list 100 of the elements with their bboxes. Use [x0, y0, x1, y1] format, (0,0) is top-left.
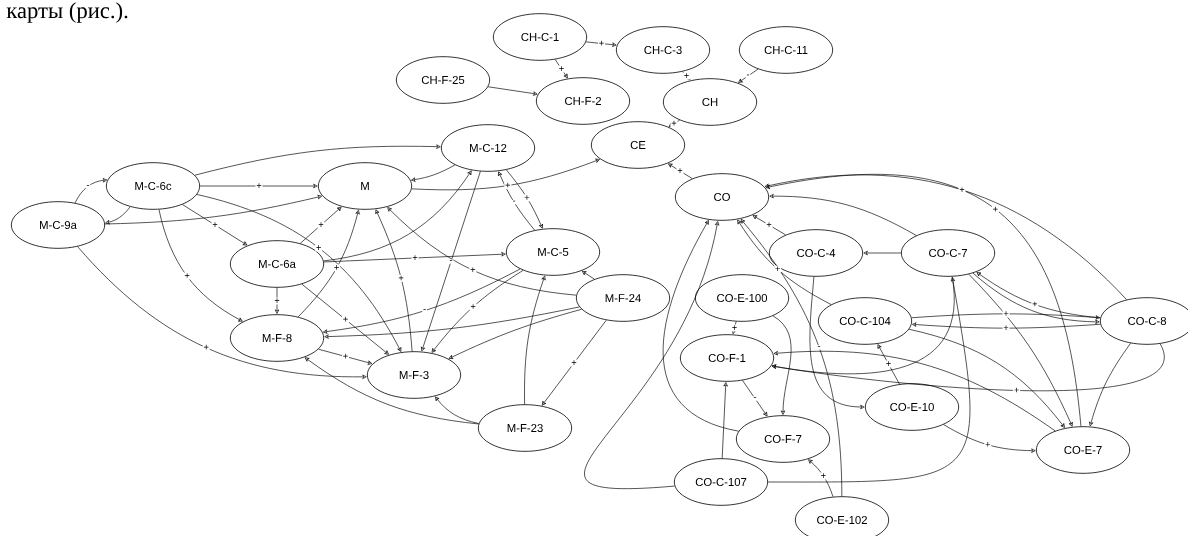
arrow — [498, 171, 535, 231]
arrow — [863, 250, 902, 256]
edge-label: + — [504, 182, 512, 189]
edge-label: - — [422, 308, 427, 313]
edge-label: + — [670, 120, 678, 127]
arrow — [765, 174, 1082, 427]
arrow — [668, 163, 693, 179]
edge-label: + — [1031, 300, 1039, 308]
edge-label: + — [570, 359, 578, 367]
arrow — [877, 344, 900, 385]
arrow — [738, 68, 759, 83]
edge-label: + — [411, 254, 419, 262]
arrow — [387, 207, 577, 296]
arrow — [771, 343, 1165, 391]
edge-label: + — [333, 264, 341, 272]
arrow — [304, 357, 479, 425]
arrow — [584, 221, 720, 489]
arrow — [554, 59, 568, 79]
edge-label: - — [85, 184, 91, 189]
arrow — [773, 350, 1056, 432]
arrow — [431, 270, 524, 353]
edge-label: + — [469, 266, 477, 274]
edge-label: - — [511, 199, 517, 205]
edge-label: + — [469, 303, 477, 311]
arrow — [742, 380, 768, 417]
edge-label: + — [819, 472, 827, 480]
edge-label: + — [683, 72, 691, 80]
edge-label: + — [1002, 310, 1010, 318]
arrow — [662, 220, 739, 432]
edge-label: + — [598, 40, 606, 47]
edge-label: - — [752, 396, 758, 401]
arrow — [541, 319, 607, 406]
edge-label: + — [676, 167, 684, 175]
arrow — [585, 41, 617, 47]
arrow — [196, 194, 402, 352]
arrow — [764, 174, 1127, 300]
arrow — [737, 219, 832, 305]
arrow — [943, 424, 1036, 453]
arrow — [769, 193, 917, 236]
arrow — [487, 86, 538, 96]
edge-label: + — [183, 272, 191, 280]
arrow — [323, 170, 472, 262]
arrow — [1089, 342, 1131, 427]
arrow — [158, 209, 243, 322]
edge-label: - — [816, 345, 822, 350]
arrow — [274, 287, 280, 314]
edge-label: + — [765, 221, 773, 229]
arrow — [375, 209, 413, 352]
edge-label: + — [315, 244, 323, 252]
arrow — [740, 219, 843, 497]
caption-text: карты (рис.). — [6, 2, 128, 23]
arrow — [301, 283, 389, 355]
arrow — [524, 275, 546, 405]
arrow — [199, 183, 318, 189]
arrow — [105, 206, 131, 225]
edge-label: + — [731, 324, 739, 332]
arrow — [448, 308, 582, 359]
edge-label: + — [991, 206, 999, 213]
arrow — [74, 178, 108, 204]
arrow — [968, 273, 1073, 427]
edge-label: + — [211, 221, 219, 229]
arrow — [581, 270, 595, 280]
arrow — [299, 206, 342, 244]
arrow — [731, 321, 737, 335]
edge-label: + — [397, 274, 405, 282]
arrow — [767, 277, 971, 483]
edge-label: + — [885, 360, 893, 368]
edge-label: + — [984, 441, 992, 449]
arrow — [721, 382, 728, 459]
arrow — [324, 306, 580, 339]
edge-label: + — [202, 344, 210, 351]
arrow — [808, 459, 834, 498]
arrow — [420, 171, 481, 352]
arrow — [752, 215, 786, 236]
edge-label: + — [342, 316, 350, 323]
arrow — [809, 276, 865, 410]
arrow — [772, 315, 792, 415]
edge-label: + — [558, 65, 566, 73]
edge-label: - — [448, 259, 454, 264]
arrow — [77, 246, 367, 379]
arrow — [323, 268, 521, 334]
edge-label: + — [255, 182, 263, 190]
arrow — [297, 209, 360, 318]
edge-label: + — [342, 353, 350, 360]
arrow — [908, 328, 1065, 428]
arrow — [506, 169, 543, 229]
arrow — [104, 194, 322, 225]
edge-label: - — [745, 73, 751, 79]
edge-label: + — [273, 297, 281, 305]
arrow — [411, 158, 600, 191]
edge-label: + — [317, 221, 325, 229]
arrow — [323, 252, 506, 263]
edge-label: + — [774, 265, 782, 273]
edge-label: + — [958, 186, 966, 194]
arrow — [182, 204, 248, 246]
edge-label: + — [1013, 386, 1021, 394]
arrow — [912, 322, 1101, 329]
arrow — [911, 313, 1100, 320]
edge-label: + — [1002, 324, 1010, 332]
arrow — [411, 164, 456, 182]
